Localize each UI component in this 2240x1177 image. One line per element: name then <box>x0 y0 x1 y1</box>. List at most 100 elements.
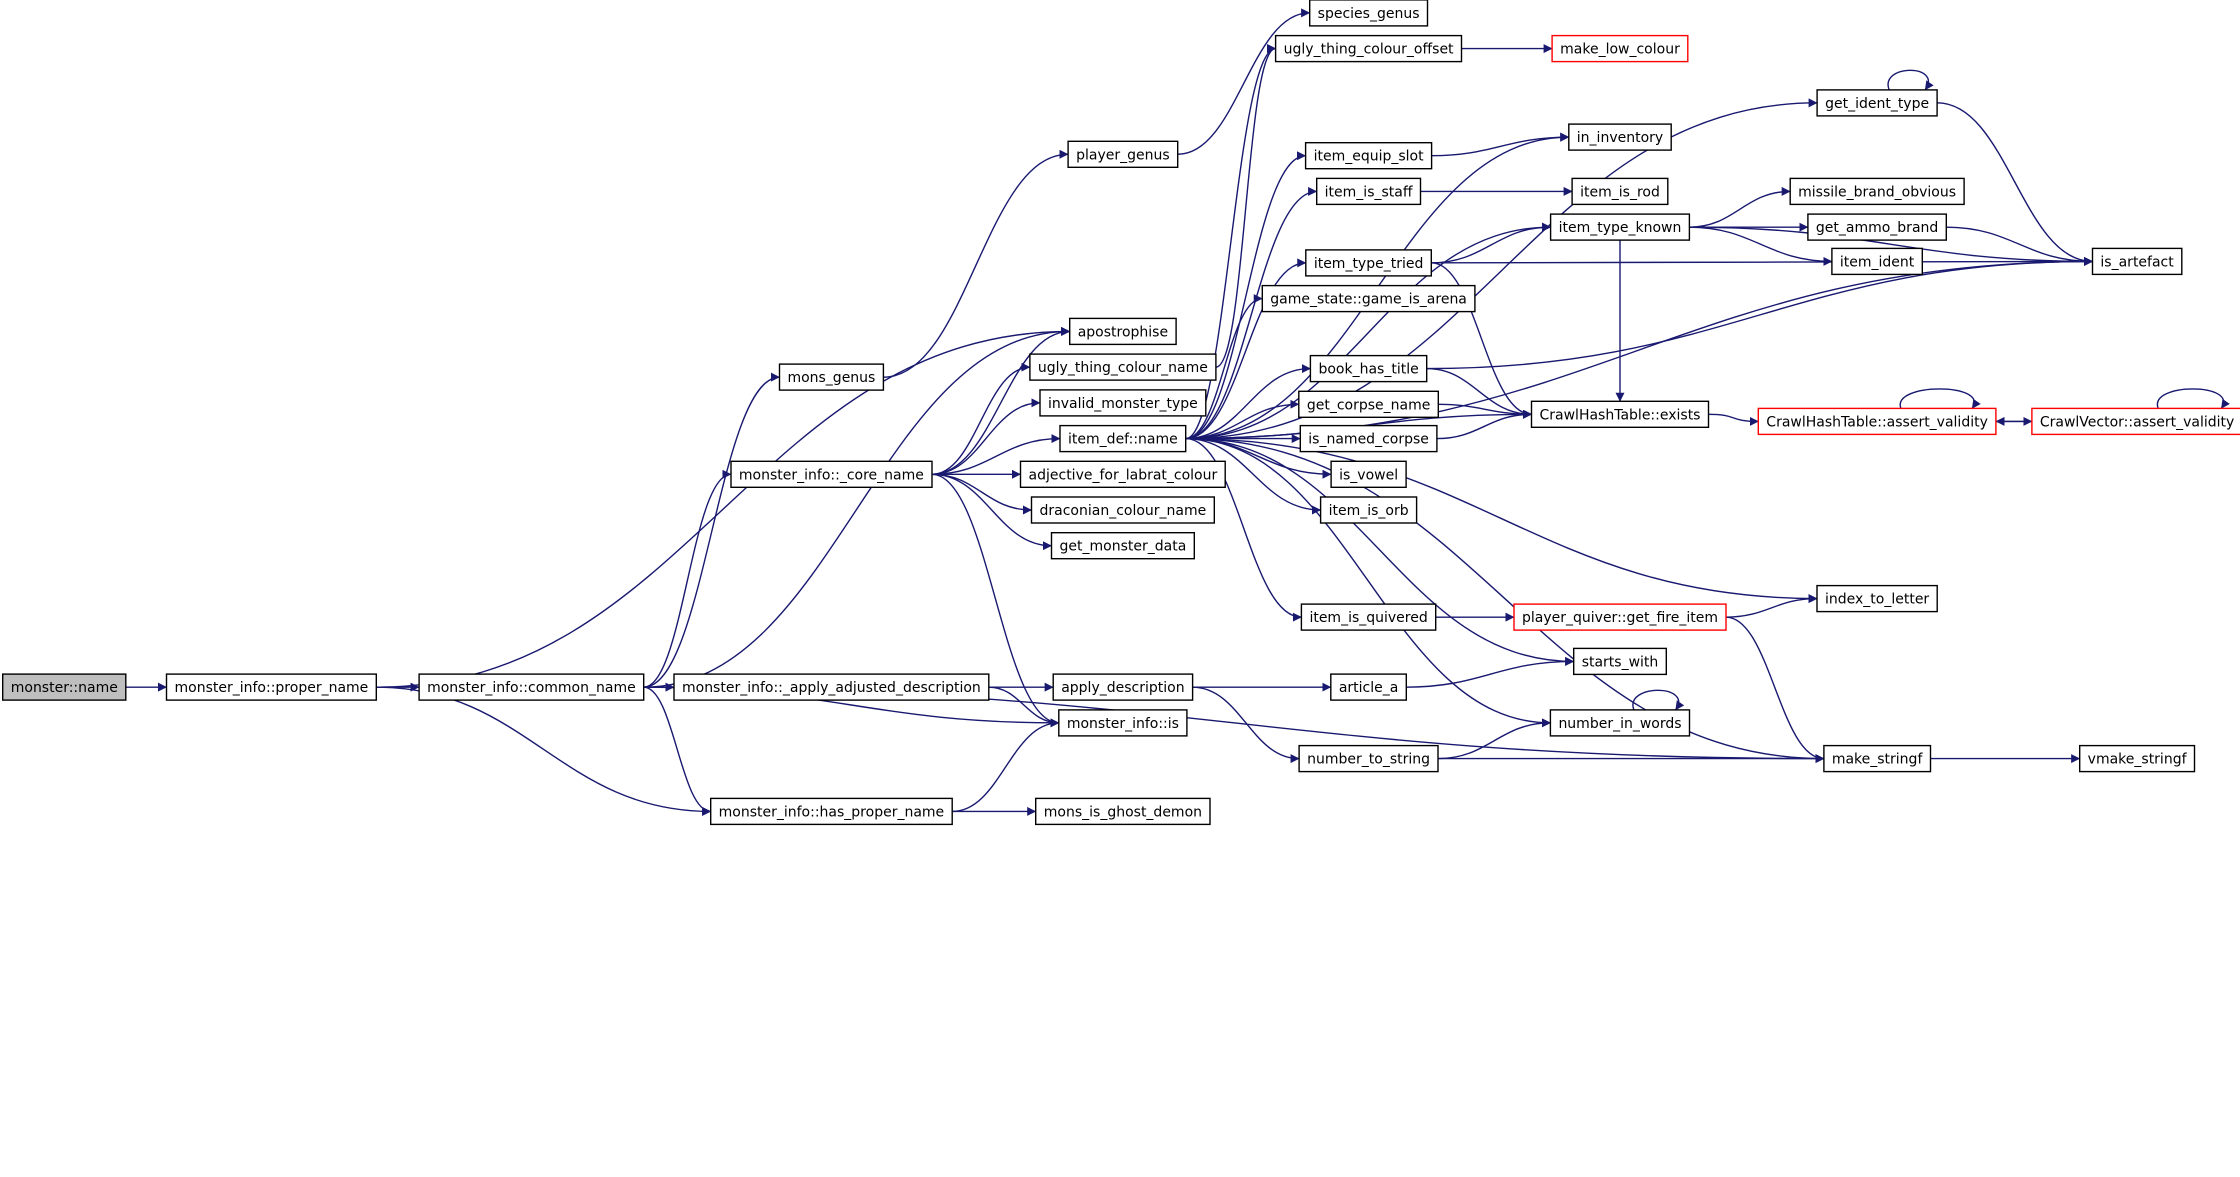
node-label: ugly_thing_colour_offset <box>1284 42 1454 58</box>
node-box <box>1816 89 1938 117</box>
node-item-type-tried[interactable]: item_type_tried <box>1305 249 1433 277</box>
node-label: CrawlHashTable::assert_validity <box>1766 414 1988 430</box>
node-item-is-staff[interactable]: item_is_staff <box>1315 177 1422 206</box>
node-box <box>2078 744 2196 773</box>
edge-mi-common-name-to-mi-has-proper-name <box>643 686 712 816</box>
node-get-ammo-brand[interactable]: get_ammo_brand <box>1807 213 1948 241</box>
node-item-def-name[interactable]: item_def::name <box>1059 424 1187 453</box>
node-label: ugly_thing_colour_name <box>1038 360 1208 376</box>
node-starts-with[interactable]: starts_with <box>1572 647 1667 676</box>
node-adjective-for-labrat-colour[interactable]: adjective_for_labrat_colour <box>1019 460 1226 488</box>
node-mons-genus[interactable]: mons_genus <box>778 363 885 391</box>
node-label: get_ammo_brand <box>1816 220 1938 236</box>
node-make-low-colour[interactable]: make_low_colour <box>1551 34 1689 63</box>
node-index-to-letter[interactable]: index_to_letter <box>1816 584 1938 613</box>
node-mi-apply-adj-desc[interactable]: monster_info::_apply_adjusted_descriptio… <box>673 673 990 701</box>
node-item-type-known[interactable]: item_type_known <box>1549 213 1691 241</box>
node-player-genus[interactable]: player_genus <box>1067 140 1179 169</box>
edge-mi-common-name-to-apostrophise <box>643 326 1071 688</box>
node-ugly-thing-colour-name[interactable]: ugly_thing_colour_name <box>1029 353 1217 381</box>
node-crawl-vector-assert[interactable]: CrawlVector::assert_validity <box>2031 407 2240 436</box>
node-ugly-thing-colour-offset[interactable]: ugly_thing_colour_offset <box>1274 34 1463 63</box>
node-label: item_is_quivered <box>1309 610 1427 626</box>
node-mons-is-ghost-demon[interactable]: mons_is_ghost_demon <box>1034 797 1211 826</box>
node-mi-proper-name[interactable]: monster_info::proper_name <box>165 673 378 701</box>
node-box <box>1571 177 1669 206</box>
node-label: missile_brand_obvious <box>1798 184 1956 200</box>
node-make-stringf[interactable]: make_stringf <box>1823 744 1932 773</box>
node-get-corpse-name[interactable]: get_corpse_name <box>1298 390 1440 418</box>
edge-mi-core-name-to-item-def-name <box>931 434 1061 475</box>
edge-mi-apply-adj-desc-to-mi-is <box>988 686 1060 728</box>
node-box <box>710 797 953 826</box>
node-is-vowel[interactable]: is_vowel <box>1330 460 1407 488</box>
node-book-has-title[interactable]: book_has_title <box>1309 354 1428 383</box>
node-missile-brand-obvious[interactable]: missile_brand_obvious <box>1789 177 1965 206</box>
node-item-equip-slot[interactable]: item_equip_slot <box>1304 141 1433 170</box>
node-box <box>1757 407 1997 436</box>
node-box <box>1052 673 1194 701</box>
node-label: player_quiver::get_fire_item <box>1522 610 1718 626</box>
edge-crawl-hash-assert-to-crawl-hash-assert <box>1899 388 1981 409</box>
node-box <box>1530 400 1710 428</box>
node-crawl-hash-exists[interactable]: CrawlHashTable::exists <box>1530 400 1710 428</box>
node-is-artefact[interactable]: is_artefact <box>2091 247 2183 276</box>
node-in-inventory[interactable]: in_inventory <box>1568 123 1672 151</box>
node-get-monster-data[interactable]: get_monster_data <box>1050 532 1196 560</box>
node-mi-core-name[interactable]: monster_info::_core_name <box>730 460 933 488</box>
edge-item-def-name-to-item-type-known <box>1185 222 1552 440</box>
node-box <box>1549 709 1691 737</box>
node-label: make_stringf <box>1832 752 1924 768</box>
node-apostrophise[interactable]: apostrophise <box>1068 317 1177 346</box>
node-item-ident[interactable]: item_ident <box>1831 247 1924 276</box>
node-player-quiver-get-fire-item[interactable]: player_quiver::get_fire_item <box>1513 603 1727 631</box>
node-vmake-stringf[interactable]: vmake_stringf <box>2078 744 2196 773</box>
node-article-a[interactable]: article_a <box>1330 673 1408 701</box>
edge-get-ident-type-to-is-artefact <box>1937 102 2093 266</box>
edge-item-def-name-to-book-has-title <box>1185 364 1311 440</box>
node-box <box>1513 603 1727 631</box>
node-box <box>1823 744 1932 773</box>
node-get-ident-type[interactable]: get_ident_type <box>1816 89 1938 117</box>
node-game-is-arena[interactable]: game_state::game_is_arena <box>1261 284 1476 313</box>
node-label: item_is_rod <box>1580 184 1660 200</box>
node-species-genus[interactable]: species_genus <box>1308 0 1429 27</box>
node-box <box>1050 532 1196 560</box>
node-item-is-quivered[interactable]: item_is_quivered <box>1300 603 1437 631</box>
edge-item-def-name-to-starts-with <box>1185 437 1575 666</box>
edge-mi-proper-name-to-mi-has-proper-name <box>376 686 712 816</box>
node-draconian-colour-name[interactable]: draconian_colour_name <box>1030 496 1216 524</box>
node-item-is-rod[interactable]: item_is_rod <box>1571 177 1669 206</box>
node-box <box>1568 123 1672 151</box>
node-number-to-string[interactable]: number_to_string <box>1298 744 1439 773</box>
node-label: CrawlHashTable::exists <box>1540 407 1701 423</box>
node-mi-has-proper-name[interactable]: monster_info::has_proper_name <box>710 797 953 826</box>
node-box <box>1299 424 1438 453</box>
node-invalid-monster-type[interactable]: invalid_monster_type <box>1039 389 1207 417</box>
node-crawl-hash-assert[interactable]: CrawlHashTable::assert_validity <box>1757 407 1997 436</box>
edge-item-def-name-to-make-stringf <box>1185 437 1825 764</box>
node-box <box>1572 647 1667 676</box>
node-mi-is[interactable]: monster_info::is <box>1058 709 1188 737</box>
node-apply-description[interactable]: apply_description <box>1052 673 1194 701</box>
node-label: article_a <box>1339 680 1399 696</box>
node-label: is_vowel <box>1339 467 1398 483</box>
node-label: CrawlVector::assert_validity <box>2040 414 2234 430</box>
node-monster-name[interactable]: monster::name <box>2 673 127 701</box>
node-number-in-words[interactable]: number_in_words <box>1549 709 1691 737</box>
node-box <box>1309 354 1428 383</box>
edge-item-def-name-to-ugly-thing-colour-offset <box>1185 44 1277 440</box>
edge-item-type-known-to-missile-brand-obvious <box>1689 186 1791 228</box>
node-box <box>1315 177 1422 206</box>
node-label: monster_info::common_name <box>427 680 636 696</box>
edge-mi-proper-name-to-apostrophise <box>376 326 1071 688</box>
node-label: apply_description <box>1061 680 1184 696</box>
edge-mi-core-name-to-get-monster-data <box>931 473 1052 551</box>
edge-item-def-name-to-item-is-staff <box>1185 186 1318 440</box>
node-is-named-corpse[interactable]: is_named_corpse <box>1299 424 1438 453</box>
node-mi-common-name[interactable]: monster_info::common_name <box>418 673 645 701</box>
node-item-is-orb[interactable]: item_is_orb <box>1319 496 1418 524</box>
edge-book-has-title-to-crawl-hash-exists <box>1426 367 1532 419</box>
node-box <box>418 673 645 701</box>
